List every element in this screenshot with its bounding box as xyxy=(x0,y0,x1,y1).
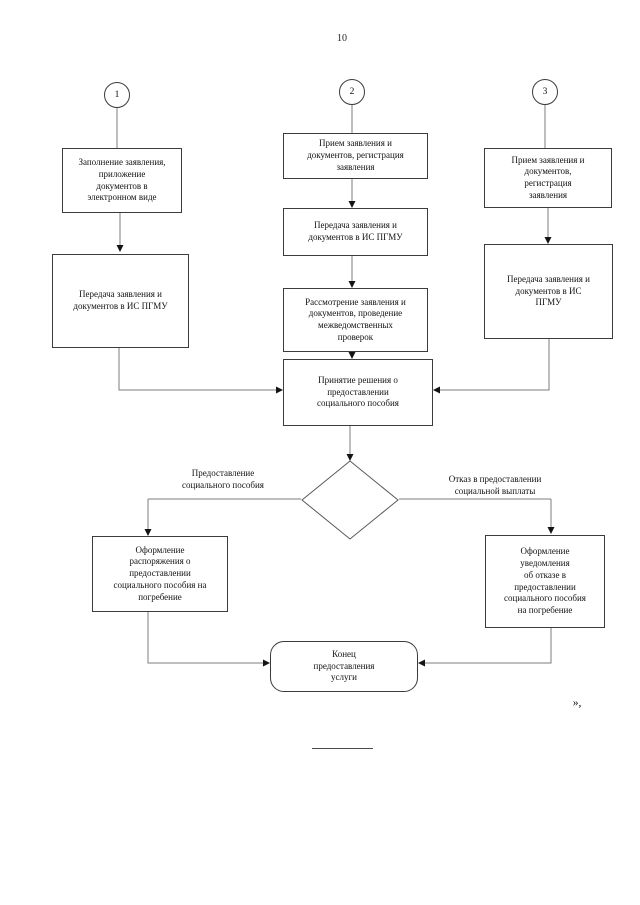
node-grant-order: Оформление распоряжения о предоставлении… xyxy=(92,536,228,612)
arrowhead-left-icon xyxy=(418,659,425,667)
connector-lines xyxy=(116,105,552,664)
edge-refusalnotice-to-end xyxy=(420,628,552,664)
edge-transfer3-to-decision xyxy=(435,339,550,391)
arrowhead-left-icon xyxy=(433,386,440,394)
arrowhead-down-icon xyxy=(348,352,356,359)
arrowheads xyxy=(116,201,555,667)
start-circle-3: 3 xyxy=(532,79,558,105)
edge-diamond-grant xyxy=(147,498,301,533)
branch-label-grant: Предоставление социального пособия xyxy=(182,468,264,491)
node-refusal-notice: Оформление уведомления об отказе в предо… xyxy=(485,535,605,628)
node-decision-making: Принятие решения о предоставлении социал… xyxy=(283,359,433,426)
footnote-rule xyxy=(312,748,373,749)
arrowhead-down-icon xyxy=(116,245,124,252)
node-end-of-service: Конец предоставления услуги xyxy=(270,641,418,692)
decision-diamond xyxy=(301,460,399,540)
edge-grantorder-to-end xyxy=(147,611,268,664)
arrowhead-down-icon xyxy=(348,201,356,208)
node-transfer-docs-2: Передача заявления и документов в ИС ПГМ… xyxy=(283,208,428,256)
start-circle-2: 2 xyxy=(339,79,365,105)
node-review-application: Рассмотрение заявления и документов, про… xyxy=(283,288,428,352)
arrowhead-down-icon xyxy=(348,281,356,288)
node-fill-application: Заполнение заявления, приложение докумен… xyxy=(62,148,182,213)
start-circle-3-label: 3 xyxy=(542,87,548,97)
arrowhead-down-icon xyxy=(144,529,152,536)
arrowhead-down-icon xyxy=(544,237,552,244)
start-circle-1-label: 1 xyxy=(114,90,120,100)
arrowhead-right-icon xyxy=(276,386,283,394)
arrowhead-down-icon xyxy=(547,527,555,534)
start-circle-2-label: 2 xyxy=(349,87,355,97)
node-receive-application-3: Прием заявления и документов, регистраци… xyxy=(484,148,612,208)
node-transfer-docs-3: Передача заявления и документов в ИС ПГМ… xyxy=(484,244,613,339)
node-receive-application-2: Прием заявления и документов, регистраци… xyxy=(283,133,428,179)
closing-quote-mark: », xyxy=(572,697,582,709)
arrowhead-right-icon xyxy=(263,659,270,667)
branch-label-refuse: Отказ в предоставлении социальной выплат… xyxy=(424,473,566,498)
edge-diamond-refuse xyxy=(399,498,552,532)
arrowhead-down-icon xyxy=(346,454,354,461)
start-circle-1: 1 xyxy=(104,82,130,108)
page-number: 10 xyxy=(337,33,347,44)
edge-transfer1-to-decision xyxy=(118,348,281,391)
node-transfer-docs-1: Передача заявления и документов в ИС ПГМ… xyxy=(52,254,189,348)
